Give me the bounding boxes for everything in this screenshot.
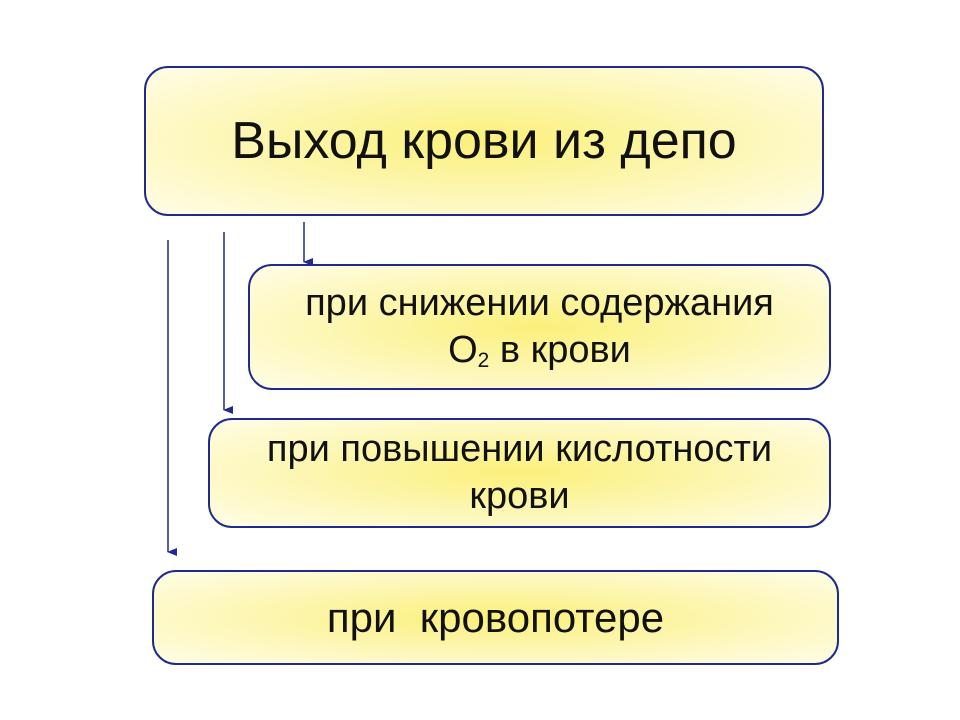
- condition-1-subscript: 2: [477, 349, 490, 373]
- condition-1-line-1: при снижении содержания: [305, 281, 774, 324]
- condition-box-oxygen: при снижении содержания O2 в крови: [248, 264, 831, 390]
- condition-1-line-2: O2 в крови: [305, 327, 774, 375]
- condition-2-line-1: при повышении кислотности: [266, 427, 773, 470]
- condition-2-line-2: крови: [469, 475, 570, 517]
- condition-box-blood-loss: при кровопотере: [152, 570, 839, 665]
- condition-1-o-symbol: O: [448, 329, 478, 371]
- main-box: Выход крови из депо: [144, 66, 824, 216]
- condition-3-label: при кровопотере: [326, 593, 665, 641]
- condition-1-line-2-suffix: в крови: [489, 329, 631, 371]
- condition-box-acidity: при повышении кислотности крови: [208, 418, 831, 528]
- main-label: Выход крови из депо: [231, 112, 737, 170]
